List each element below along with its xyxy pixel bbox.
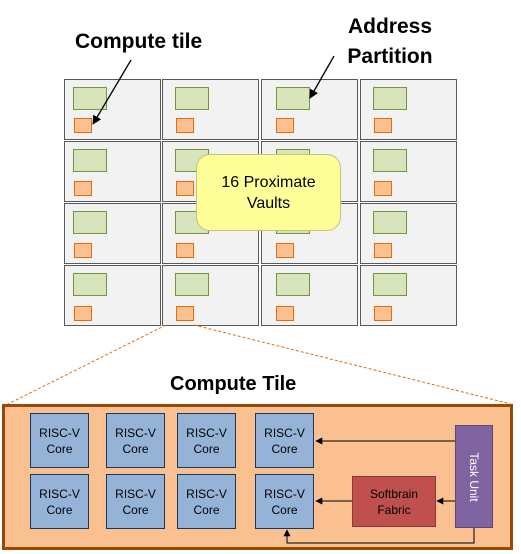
vault-block xyxy=(373,273,407,296)
proximate-vaults-callout: 16 Proximate Vaults xyxy=(196,154,341,231)
compute-block xyxy=(374,118,392,133)
vault-block xyxy=(73,211,107,234)
vault-block xyxy=(276,87,310,110)
vault-block xyxy=(373,87,407,110)
compute-block xyxy=(176,181,194,196)
vault-block xyxy=(175,273,209,296)
softbrain-fabric: Softbrain Fabric xyxy=(352,476,436,527)
callout-line1: 16 Proximate xyxy=(221,173,316,191)
compute-block xyxy=(176,306,194,321)
compute-block xyxy=(176,243,194,258)
compute-tile-label: Compute tile xyxy=(75,30,203,53)
address-partition-line1: Address xyxy=(347,15,433,38)
compute-block xyxy=(74,181,92,196)
compute-block xyxy=(374,306,392,321)
compute-block xyxy=(374,181,392,196)
vault-block xyxy=(175,87,209,110)
compute-block xyxy=(176,118,194,133)
address-partition-label: Address Partition xyxy=(340,12,440,72)
address-partition-line2: Partition xyxy=(347,45,433,68)
compute-block xyxy=(74,243,92,258)
compute-tile-pointer-arrow xyxy=(92,59,132,125)
task-unit: Task Unit xyxy=(455,425,493,528)
compute-block xyxy=(276,306,294,321)
address-partition-pointer-arrow xyxy=(309,55,335,99)
vault-block xyxy=(73,149,107,172)
compute-tile-title: Compute Tile xyxy=(170,373,297,395)
vault-block xyxy=(373,211,407,234)
zoom-line-left xyxy=(7,324,167,405)
vault-block xyxy=(373,149,407,172)
task-return-path xyxy=(283,528,475,544)
vault-block xyxy=(276,273,310,296)
compute-block xyxy=(374,243,392,258)
compute-block xyxy=(276,118,294,133)
zoom-line-right xyxy=(193,324,512,405)
callout-line2: Vaults xyxy=(246,194,291,212)
compute-block xyxy=(74,306,92,321)
compute-block xyxy=(74,118,92,133)
vault-block xyxy=(73,273,107,296)
vault-block xyxy=(73,87,107,110)
compute-block xyxy=(276,243,294,258)
